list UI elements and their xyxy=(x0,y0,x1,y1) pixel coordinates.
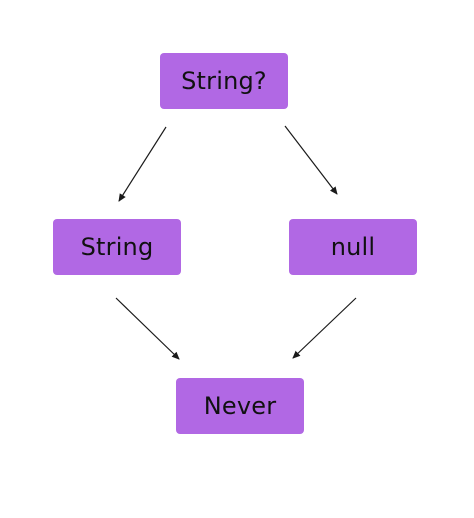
node-label: null xyxy=(330,233,376,261)
node-label: String xyxy=(80,233,154,261)
edge-top-to-right xyxy=(284,125,338,195)
node-label: String? xyxy=(181,67,267,95)
node-string: String xyxy=(53,219,181,275)
node-label: Never xyxy=(203,392,277,420)
node-never: Never xyxy=(176,378,304,434)
node-string-nullable: String? xyxy=(160,53,288,109)
edge-top-to-left xyxy=(118,126,167,202)
edge-right-to-bottom xyxy=(292,297,357,359)
node-null: null xyxy=(289,219,417,275)
edge-left-to-bottom xyxy=(115,297,180,360)
